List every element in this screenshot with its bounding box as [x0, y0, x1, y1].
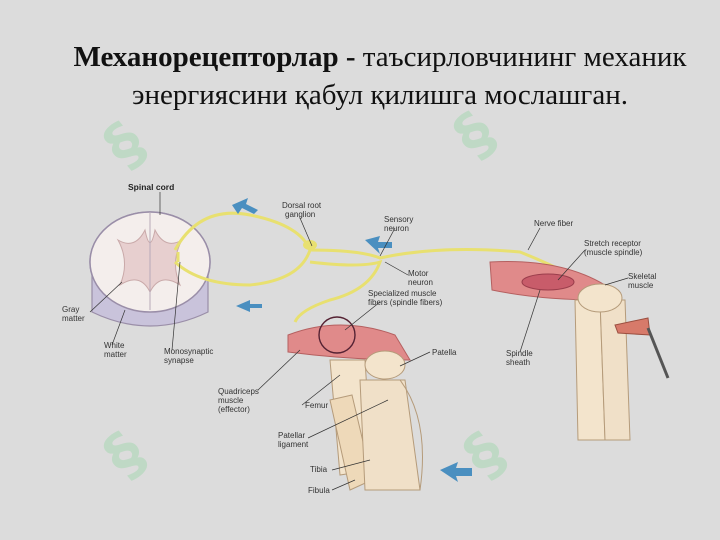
label-spinal-cord: Spinal cord [128, 182, 174, 192]
label-skeletal-muscle: Skeletal [628, 272, 657, 281]
leader-lines [89, 192, 629, 491]
label-dorsal-root-ganglion: ganglion [285, 210, 315, 219]
spinal-cord [89, 211, 211, 327]
label-quadriceps: muscle [218, 396, 244, 405]
left-leg [287, 316, 423, 491]
label-femur: Femur [305, 401, 328, 410]
label-stretch-receptor: Stretch receptor [584, 239, 641, 248]
label-patellar-ligament: ligament [278, 440, 309, 449]
label-patellar-ligament: Patellar [278, 431, 305, 440]
label-tibia: Tibia [310, 465, 328, 474]
label-motor-neuron: Motor [408, 269, 429, 278]
label-quadriceps: Quadriceps [218, 387, 259, 396]
label-spindle-sheath: sheath [506, 358, 530, 367]
diagram-labels: Spinal cord Dorsal root ganglion Sensory… [62, 182, 657, 495]
label-skeletal-muscle: muscle [628, 281, 654, 290]
title-term: Механорецепторлар - [73, 41, 356, 73]
right-leg [489, 261, 670, 441]
label-sensory-neuron: Sensory [384, 215, 413, 224]
label-quadriceps: (effector) [218, 405, 250, 414]
label-fibula: Fibula [308, 486, 330, 495]
label-nerve-fiber: Nerve fiber [534, 219, 573, 228]
label-white-matter: matter [104, 350, 127, 359]
label-specialized-fibers: fibers (spindle fibers) [368, 298, 443, 307]
title-definition: таъсирловчининг механик энергиясини қабу… [132, 41, 687, 111]
label-synapse: Monosynaptic [164, 347, 213, 356]
label-gray-matter: Gray [62, 305, 79, 314]
label-patella: Patella [432, 348, 457, 357]
label-gray-matter: matter [62, 314, 85, 323]
label-white-matter: White [104, 341, 125, 350]
label-stretch-receptor: (muscle spindle) [584, 248, 643, 257]
label-sensory-neuron: neuron [384, 224, 409, 233]
label-synapse: synapse [164, 356, 194, 365]
slide-title: Механорецепторлар - таъсирловчининг меха… [60, 38, 700, 114]
direction-arrows [232, 198, 472, 482]
label-specialized-fibers: Specialized muscle [368, 289, 437, 298]
label-spindle-sheath: Spindle [506, 349, 533, 358]
label-dorsal-root-ganglion: Dorsal root [282, 201, 322, 210]
dorsal-root-ganglion [303, 240, 317, 250]
label-motor-neuron: neuron [408, 278, 433, 287]
